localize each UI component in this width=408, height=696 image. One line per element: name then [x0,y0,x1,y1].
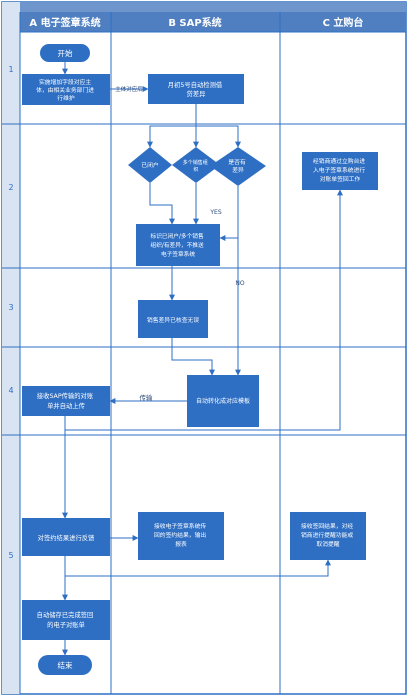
node-a-receive [22,386,110,416]
node-b-no-diff-text: 销售差异已核查无误 [147,316,199,324]
end-label: 结束 [58,660,73,670]
node-c-login [302,152,378,190]
node-a-archive [22,600,110,640]
node-b-report [138,512,224,560]
start-terminal [40,44,90,62]
edge-label-yes: YES [209,209,221,216]
edge-label-subject-match: 主体对应后 [115,85,143,93]
row-number-5: 5 [8,551,13,560]
row-number-3: 3 [8,303,13,312]
row-number-1: 1 [8,65,13,74]
node-a-feedback-text: 对签约结果进行反馈 [38,533,95,542]
row-strip [2,2,20,694]
node-b-auto-check-text: 月初5号自动检测借 贷差异 [168,80,224,98]
node-a-maintain-text: 实施增加字段对应主 体，由相关业务部门进 行维护 [36,78,96,102]
node-b-mark [136,224,220,266]
end-terminal [38,655,92,675]
node-b-auto-check [148,74,244,104]
header-band [20,12,406,32]
row-number-4: 4 [8,386,13,395]
start-label: 开始 [58,48,73,58]
node-b-report-text: 接收电子签章系统传 回的签约结果，输出 报表 [154,522,208,548]
node-a-maintain [22,74,110,105]
column-c-header: C 立购台 [323,16,364,29]
node-b-mark-text: 标识已闭户/多个销售 组织/有差异，不推送 电子签章系统 [151,232,206,258]
node-b-auto-convert [187,375,259,427]
node-a-feedback [22,518,110,556]
edge-label-transfer: 传输 [140,393,154,402]
connectors [62,62,343,656]
decision-multi-text: 多个销售组 织 [183,159,210,173]
edge-label-no: NO [235,280,244,287]
node-c-login-text: 经销商通过立购台进 入电子签章系统进行 对账单签回工作 [313,157,367,183]
header-top [20,2,406,12]
node-c-remind [290,512,366,560]
node-a-archive-text: 自动储存已完成签回 的电子对账单 [37,610,96,629]
decision-closed-text: 已闭户 [141,161,158,169]
column-a-header: A 电子签章系统 [29,16,100,29]
decision-diff-text: 是否有 差异 [228,158,247,174]
decision-diff [210,147,266,186]
decision-closed [128,147,172,183]
row-number-2: 2 [8,183,13,192]
node-c-remind-text: 接收签回结果，对经 销商进行提醒功能或 取消提醒 [301,522,355,548]
decision-multi [172,147,220,183]
node-a-receive-text: 接收SAP传输的对账 单并自动上传 [37,391,95,410]
node-b-auto-convert-text: 自动转化成对应模板 [196,397,250,405]
column-b-header: B SAP系统 [168,16,221,29]
node-b-no-diff [138,300,208,338]
